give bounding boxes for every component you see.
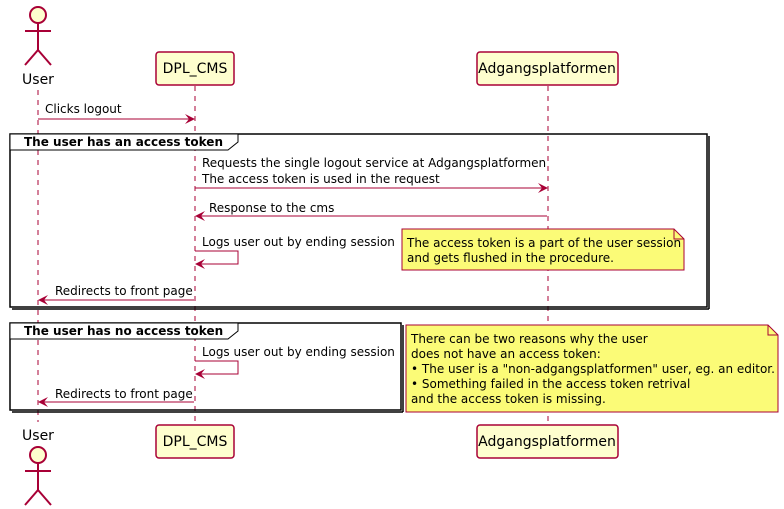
group-label: The user has an access token	[24, 135, 223, 149]
message-label: Clicks logout	[45, 102, 122, 116]
note-shape	[401, 228, 685, 271]
participant-label: Adgangsplatformen	[478, 61, 616, 77]
message-redirect-1: Redirects to front page	[38, 284, 194, 305]
group-tab	[9, 133, 239, 151]
message-label-line1: Requests the single logout service at Ad…	[202, 156, 546, 170]
actor-label-user-top: User	[22, 72, 54, 88]
note-shape	[405, 324, 779, 413]
message-redirect-2: Redirects to front page	[38, 387, 194, 407]
actor-head	[29, 446, 47, 464]
note-line: and the access token is missing.	[411, 392, 606, 406]
note-line: • Something failed in the access token r…	[411, 377, 690, 391]
actor-label-user-bottom: User	[22, 428, 54, 444]
participant-label: Adgangsplatformen	[478, 434, 616, 450]
participant-label: DPL_CMS	[163, 61, 228, 77]
participant-adgangsplatformen-bottom: Adgangsplatformen	[476, 424, 619, 459]
message-label: Logs user out by ending session	[202, 345, 395, 359]
note-line: and gets flushed in the procedure.	[407, 251, 614, 265]
message-label: Redirects to front page	[55, 387, 193, 401]
note-line: • The user is a "non-adgangsplatformen" …	[411, 362, 775, 376]
actor-head	[29, 6, 47, 24]
message-label: Logs user out by ending session	[202, 235, 395, 249]
group-with-token: The user has an access token	[9, 133, 710, 310]
group-tab	[9, 322, 239, 340]
message-label: Redirects to front page	[55, 284, 193, 298]
message-self-logout-2: Logs user out by ending session	[195, 345, 395, 379]
actor-user-top: User	[22, 6, 54, 88]
message-response: Response to the cms	[195, 201, 547, 221]
group-frame	[9, 133, 708, 308]
group-without-token: The user has no access token	[9, 322, 404, 413]
note-reasons: There can be two reasons why the user do…	[405, 324, 779, 413]
note-session: The access token is a part of the user s…	[401, 228, 685, 271]
participant-dpl-cms-bottom: DPL_CMS	[155, 424, 235, 459]
message-clicks-logout: Clicks logout	[38, 102, 195, 124]
participant-dpl-cms-top: DPL_CMS	[155, 51, 235, 86]
participant-label: DPL_CMS	[163, 434, 228, 450]
message-request-logout: Requests the single logout service at Ad…	[195, 156, 548, 193]
group-label: The user has no access token	[24, 324, 223, 338]
note-line: does not have an access token:	[411, 347, 601, 361]
note-line: The access token is a part of the user s…	[406, 236, 681, 250]
note-line: There can be two reasons why the user	[410, 332, 648, 346]
message-self-logout-1: Logs user out by ending session	[195, 235, 395, 269]
actor-user-bottom: User	[22, 428, 54, 506]
message-label: Response to the cms	[209, 201, 334, 215]
message-label-line2: The access token is used in the request	[201, 172, 440, 186]
participant-adgangsplatformen-top: Adgangsplatformen	[476, 51, 619, 86]
